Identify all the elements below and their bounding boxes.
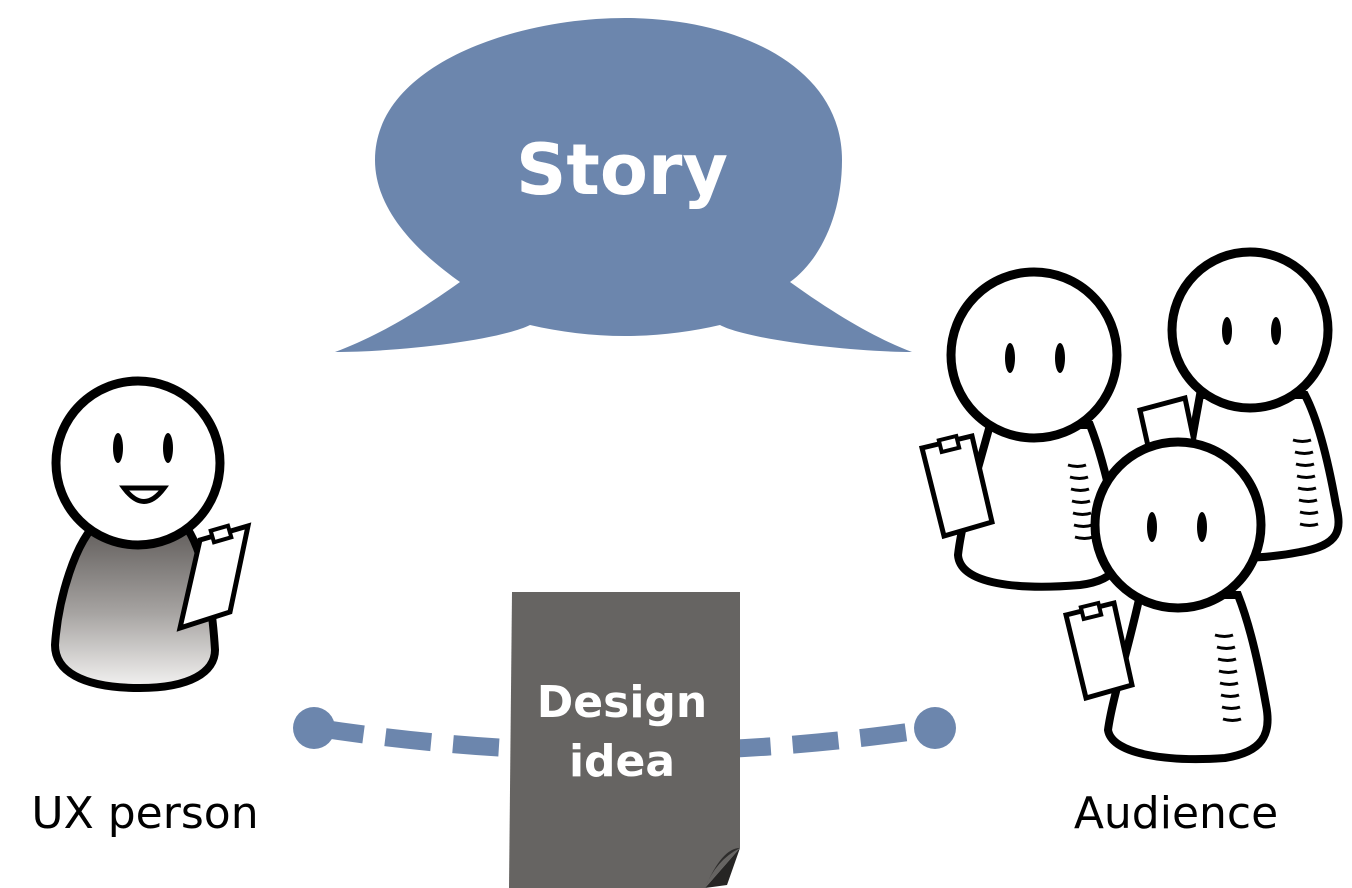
audience-person-front: [1062, 437, 1272, 764]
audience-person-left: [918, 267, 1125, 591]
design-idea-document: Design idea: [509, 592, 740, 888]
audience-icon: [918, 247, 1343, 764]
connector-left-dot: [293, 707, 335, 749]
clipboard-icon: [918, 432, 995, 540]
story-text: Story: [516, 129, 728, 211]
speech-bubble-shape: [335, 18, 912, 352]
label-audience: Audience: [1074, 788, 1278, 839]
speech-bubble: Story: [335, 18, 912, 352]
ux-person-smile: [119, 485, 169, 504]
document-text-line1: Design: [537, 677, 707, 728]
clipboard-icon: [176, 522, 252, 632]
document-text-line2: idea: [569, 736, 675, 787]
connector-right-dot: [914, 707, 956, 749]
audience-person-back: [1137, 247, 1343, 562]
clipboard-icon: [1062, 599, 1135, 702]
ux-person-icon: [50, 376, 252, 693]
ux-person-head: [51, 376, 225, 550]
document-icon: [509, 592, 740, 888]
label-ux-person: UX person: [31, 788, 258, 839]
